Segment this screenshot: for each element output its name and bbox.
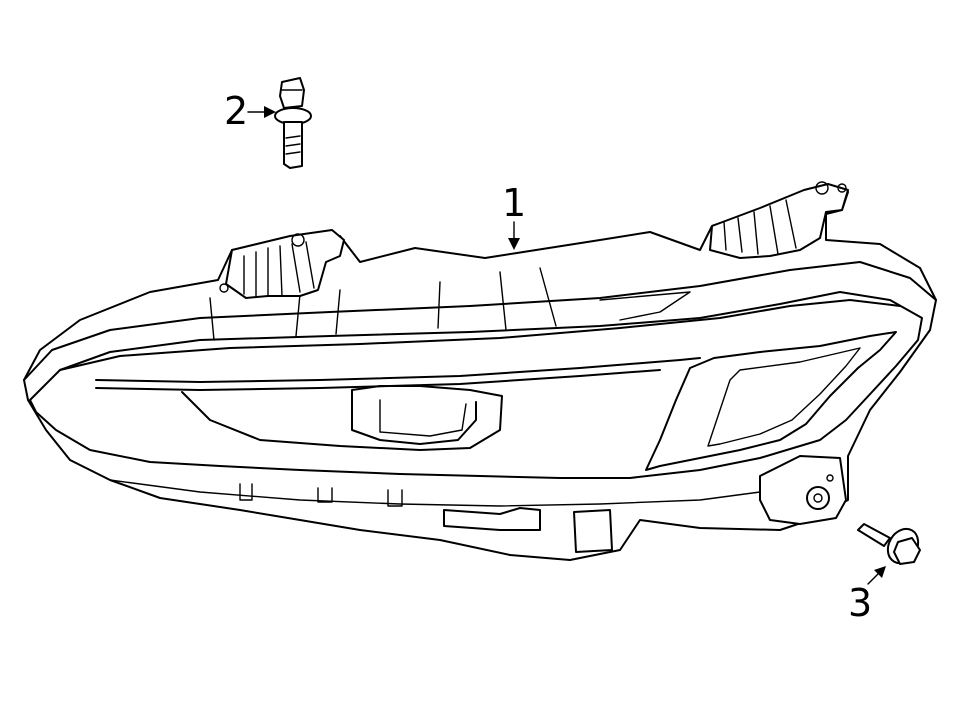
top-right-bracket-hole-2 [837, 183, 847, 193]
callout-2: 2 [224, 89, 248, 133]
top-right-bracket-ribs [723, 199, 797, 255]
callout-3: 3 [848, 581, 872, 625]
leader-lines [247, 106, 886, 585]
lower-bracket [573, 509, 613, 553]
lower-clip [443, 507, 541, 531]
right-mount-pin [826, 474, 834, 482]
projector-bowl [181, 385, 503, 451]
lens-rim [23, 261, 937, 381]
lens-top-band [59, 299, 901, 371]
side-lens-inner [707, 347, 861, 447]
top-left-bracket-hole [291, 233, 305, 247]
right-mount-boss [806, 486, 830, 510]
bolt-3-head [893, 537, 921, 565]
arrow-1-icon [508, 238, 520, 250]
bolt-2-head [279, 77, 305, 109]
drl-strip [95, 357, 701, 383]
headlamp-assembly [23, 181, 937, 561]
side-lens-facet [645, 331, 897, 471]
upper-facet-lines [209, 267, 691, 341]
bolt-3-shank [857, 523, 891, 547]
arrow-2-icon [264, 106, 276, 118]
arrow-3-icon [874, 566, 886, 578]
projector-inner [379, 399, 467, 437]
headlamp-lens [29, 291, 923, 479]
lower-housing-tabs [239, 483, 403, 507]
right-mount-hole [813, 493, 823, 503]
bolt-2-threads [285, 135, 301, 155]
upper-mounting-bolt [274, 77, 312, 169]
top-left-bracket-pin [219, 283, 229, 293]
lower-mounting-bolt [857, 523, 921, 565]
top-right-bracket [709, 183, 849, 259]
top-left-bracket-ribs [243, 241, 315, 297]
top-right-bracket-hole [815, 181, 829, 195]
callout-1: 1 [502, 181, 526, 225]
lower-housing-edge [109, 479, 761, 507]
